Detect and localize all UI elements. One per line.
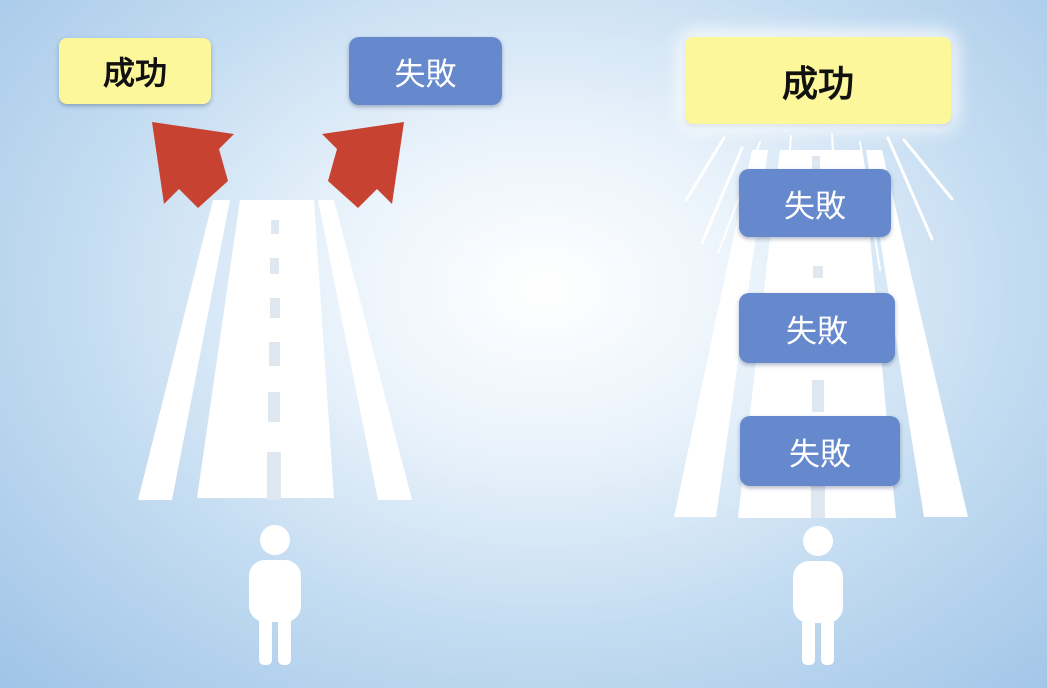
road-dash (270, 298, 280, 318)
road-center-dashes (811, 156, 825, 518)
road-edge-right (866, 150, 968, 517)
road-dash (271, 220, 279, 234)
right-failure-label-3: 失敗 (740, 416, 900, 486)
right-failure-label-1: 失敗 (739, 169, 891, 237)
road-dash (812, 380, 824, 412)
road-dash (813, 266, 823, 278)
road-dash (812, 156, 820, 174)
arrow-up-right-icon (322, 122, 404, 208)
left-success-label: 成功 (59, 38, 211, 104)
left-failure-label: 失敗 (349, 37, 502, 105)
road-edge-right (318, 200, 412, 500)
right-failure-label-2: 失敗 (739, 293, 895, 363)
person-icon (793, 526, 843, 665)
road-edge-left (138, 200, 230, 500)
road-surface (197, 200, 334, 498)
road-edge-left (674, 150, 768, 517)
road-dash (267, 452, 281, 500)
road-dash (268, 392, 280, 422)
right-success-label: 成功 (685, 37, 951, 124)
road-dash (811, 484, 825, 518)
road-dash (269, 342, 280, 366)
arrow-up-left-icon (152, 122, 234, 208)
road-center-dashes (267, 220, 281, 500)
left-road (138, 200, 412, 500)
person-icon (249, 525, 301, 665)
road-dash (270, 258, 279, 274)
